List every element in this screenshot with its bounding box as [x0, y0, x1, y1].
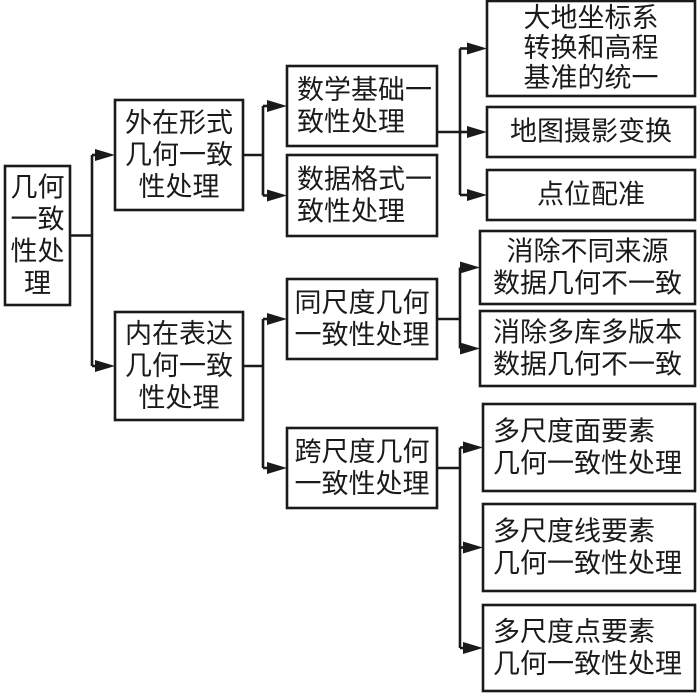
node-box [485, 105, 697, 159]
node-box [285, 64, 439, 148]
node-label-line: 消除不同来源 [507, 236, 669, 267]
node-label-line: 基准的统一 [524, 63, 659, 94]
node-box [481, 402, 697, 493]
arrow-head-icon [267, 189, 287, 202]
node-label-line: 数学基础一 [297, 75, 432, 106]
node-box [285, 426, 439, 510]
arrow-head-icon [267, 100, 287, 112]
node-label-line: 内在表达 [125, 319, 233, 350]
node-label-line: 同尺度几何 [295, 288, 430, 319]
node-label-line: 性处理 [139, 172, 220, 203]
arrow-head-icon [463, 541, 483, 554]
node-root: 几何一致性处理 [3, 164, 72, 307]
node-label-line: 几何一致性处理 [493, 548, 682, 579]
node-label-line: 跨尺度几何 [295, 437, 430, 468]
arrow-head-icon [463, 642, 483, 654]
node-box [285, 153, 439, 238]
node-label-line: 几何一致性处理 [493, 448, 682, 479]
arrow-head-icon [460, 261, 480, 274]
node-label-line: 点位配准 [537, 179, 645, 210]
node-label-line: 地图摄影变换 [510, 116, 672, 147]
node-label-line: 数据几何不一致 [493, 268, 682, 299]
node-label-line: 致性处理 [297, 107, 405, 138]
node-label-line: 理 [24, 268, 51, 299]
node-box [3, 164, 72, 307]
node-label-line: 外在形式 [125, 108, 233, 139]
node-label-line: 一致 [11, 204, 65, 235]
node-box [485, 168, 697, 222]
node-registration: 点位配准 [485, 168, 697, 222]
arrow-head-icon [267, 462, 287, 474]
node-label-line: 几何一致 [125, 140, 233, 171]
node-label-line: 大地坐标系 [524, 3, 659, 34]
arrow-head-icon [267, 313, 287, 325]
arrow-head-icon [460, 342, 480, 355]
node-box [113, 310, 245, 422]
node-label-line: 性处 [11, 236, 65, 267]
arrow-head-icon [467, 189, 487, 201]
node-label-line: 几何一致性处理 [493, 649, 682, 680]
node-label-line: 多尺度线要素 [493, 516, 655, 547]
node-label-line: 消除多库多版本 [493, 317, 682, 348]
node-box [478, 229, 697, 306]
node-label-line: 数据几何不一致 [493, 349, 682, 380]
node-box [485, 0, 697, 98]
node-box [113, 98, 245, 212]
node-label-line: 几何一致 [125, 351, 233, 382]
node-box [478, 309, 697, 388]
node-label-line: 数据格式一 [297, 164, 432, 195]
node-label-line: 转换和高程 [524, 33, 659, 64]
node-label-line: 几何 [11, 172, 65, 203]
node-label-line: 一致性处理 [295, 469, 430, 500]
arrow-head-icon [463, 441, 483, 454]
node-label-line: 性处理 [139, 383, 220, 414]
arrow-head-icon [95, 360, 115, 372]
node-box [481, 603, 697, 693]
node-label-line: 多尺度点要素 [493, 617, 655, 648]
arrow-head-icon [95, 149, 115, 161]
connectors [70, 42, 487, 654]
node-label-line: 一致性处理 [295, 320, 430, 351]
node-box [481, 502, 697, 593]
node-projection: 地图摄影变换 [485, 105, 697, 159]
node-box [285, 277, 439, 361]
arrow-head-icon [467, 126, 487, 138]
node-label-line: 多尺度面要素 [493, 416, 655, 447]
node-label-line: 致性处理 [297, 196, 405, 227]
arrow-head-icon [467, 42, 487, 55]
